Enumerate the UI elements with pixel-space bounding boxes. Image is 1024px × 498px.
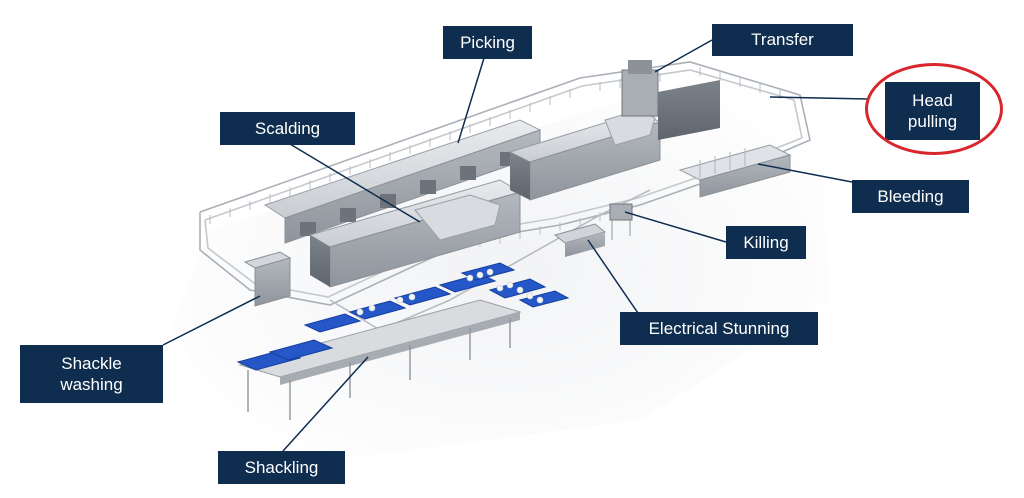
label-scalding: Scalding [220,112,355,145]
leader-transfer [654,39,713,73]
label-electrical-stunning-text: Electrical Stunning [648,318,790,338]
leader-bleeding [757,163,853,183]
transfer-unit [621,60,720,140]
label-killing: Killing [726,226,806,259]
label-picking: Picking [443,26,532,59]
shackle-washer [243,251,292,307]
scalding-tank [308,179,522,288]
label-electrical-stunning: Electrical Stunning [620,312,818,345]
leader-lines [162,39,869,452]
label-transfer-text: Transfer [751,30,814,50]
label-bleeding: Bleeding [852,180,969,213]
center-machine [508,109,662,201]
label-shackling: Shackling [218,451,345,484]
head-pulling-highlight-ring [865,63,1003,155]
leader-killing [624,211,727,243]
leader-shackle-washing [162,295,261,346]
stunning-unit [553,223,607,257]
label-killing-text: Killing [743,232,789,252]
label-picking-text: Picking [460,32,515,52]
label-shackle-washing: Shackle washing [20,345,163,403]
label-transfer: Transfer [712,24,853,56]
label-shackling-text: Shackling [244,457,319,477]
killing-unit [609,203,633,240]
shackles [209,67,781,247]
leader-head-pulling [769,96,869,100]
leader-picking [457,57,485,144]
label-shackle-washing-text: Shackle washing [60,353,123,394]
label-scalding-text: Scalding [254,118,321,138]
leader-scalding [289,143,421,223]
label-bleeding-text: Bleeding [877,186,944,206]
leader-shackling [282,356,369,452]
birds [356,268,544,316]
shackling-area [236,262,570,420]
leader-electrical-stunning [587,239,641,317]
